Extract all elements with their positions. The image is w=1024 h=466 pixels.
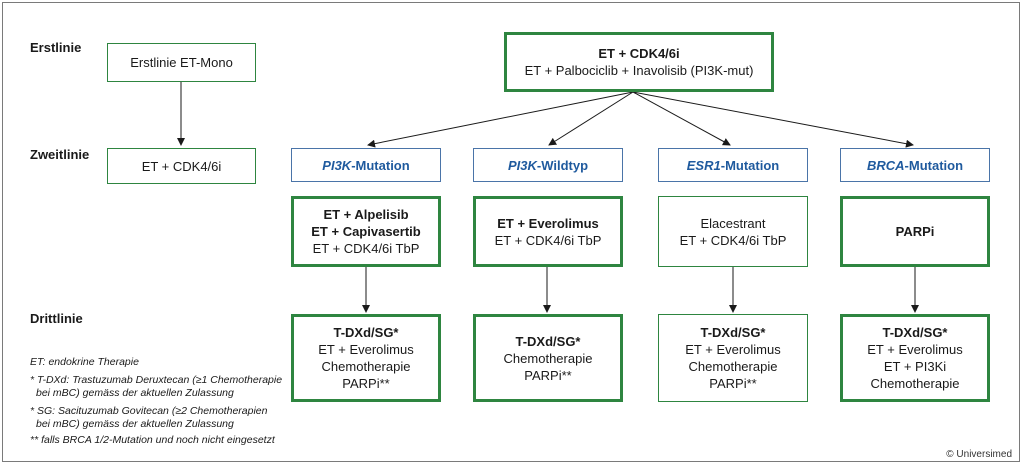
box-third-line-brca-mutation: T-DXd/SG* ET + Everolimus ET + PI3Ki Che… xyxy=(840,314,990,402)
footnote-et: ET: endokrine Therapie xyxy=(30,356,139,368)
box-second-line-pi3k-wildtyp: ET + Everolimus ET + CDK4/6i TbP xyxy=(473,196,623,267)
therapy-normal: Elacestrant xyxy=(700,215,766,231)
category-esr1-mutation: ESR1-Mutation xyxy=(658,148,808,182)
row-label-second-line: Zweitlinie xyxy=(30,147,90,162)
box-zweitlinie-et-cdk: ET + CDK4/6i xyxy=(107,148,256,184)
footnote-line: bei mBC) gemäss der aktuellen Zulassung xyxy=(36,418,234,430)
box-second-line-esr1-mutation: Elacestrant ET + CDK4/6i TbP xyxy=(658,196,808,267)
therapy-bold: PARPi xyxy=(895,224,935,239)
therapy-bold: T-DXd/SG* xyxy=(882,325,948,340)
box-erstlinie-et-mono: Erstlinie ET-Mono xyxy=(107,43,256,82)
category-label: PI3K-Mutation xyxy=(322,157,410,173)
category-brca-mutation: BRCA-Mutation xyxy=(840,148,990,182)
footnote-sg: * SG: Sacituzumab Govitecan (≥2 Chemothe… xyxy=(30,405,267,431)
footnote-line: * T-DXd: Trastuzumab Deruxtecan (≥1 Chem… xyxy=(30,374,283,386)
category-label: BRCA-Mutation xyxy=(866,157,964,173)
therapy-bold: T-DXd/SG* xyxy=(515,333,581,349)
therapy-normal: PARPi** xyxy=(342,376,390,391)
therapy-normal: Chemotherapie xyxy=(688,359,778,374)
footnote-tdxd: * T-DXd: Trastuzumab Deruxtecan (≥1 Chem… xyxy=(30,374,282,400)
arrow-top-to-brca-mutation xyxy=(632,91,914,148)
therapy-normal: ET + Everolimus xyxy=(685,342,781,357)
box-text: Erstlinie ET-Mono xyxy=(130,55,233,70)
therapy-normal: ET + Everolimus xyxy=(867,342,963,357)
copyright-notice: © Universimed xyxy=(946,449,1012,460)
box-second-line-pi3k-mutation: ET + Alpelisib ET + Capivasertib ET + CD… xyxy=(291,196,441,267)
therapy-bold: T-DXd/SG* xyxy=(333,325,399,340)
therapy-bold: ET + Everolimus xyxy=(497,215,599,231)
category-label: PI3K-Wildtyp xyxy=(507,157,589,173)
therapy-normal: ET + PI3Ki xyxy=(883,359,947,374)
footnote-brca: ** falls BRCA 1/2-Mutation und noch nich… xyxy=(30,434,275,446)
box-subtitle: ET + Palbociclib + Inavolisib (PI3K-mut) xyxy=(524,63,754,78)
arrow-top-to-esr1-mutation xyxy=(632,91,731,146)
category-pi3k-mutation: PI3K-Mutation xyxy=(291,148,441,182)
therapy-normal: PARPi** xyxy=(709,376,757,391)
box-text: ET + CDK4/6i xyxy=(141,158,222,174)
arrow-top-to-pi3k-wildtyp xyxy=(548,91,634,146)
therapy-normal: ET + Everolimus xyxy=(318,342,414,357)
category-label: ESR1-Mutation xyxy=(686,157,780,173)
row-label-third-line: Drittlinie xyxy=(30,311,83,326)
box-third-line-esr1-mutation: T-DXd/SG* ET + Everolimus Chemotherapie … xyxy=(658,314,808,402)
footnote-line: bei mBC) gemäss der aktuellen Zulassung xyxy=(36,387,234,399)
therapy-normal: Chemotherapie xyxy=(503,350,593,366)
therapy-bold: ET + Capivasertib xyxy=(311,224,421,239)
therapy-bold: T-DXd/SG* xyxy=(700,325,766,340)
box-first-line-main: ET + CDK4/6i ET + Palbociclib + Inavolis… xyxy=(504,32,774,92)
category-pi3k-wildtyp: PI3K-Wildtyp xyxy=(473,148,623,182)
therapy-normal: Chemotherapie xyxy=(870,376,960,391)
therapy-normal: Chemotherapie xyxy=(321,359,411,374)
box-third-line-pi3k-mutation: T-DXd/SG* ET + Everolimus Chemotherapie … xyxy=(291,314,441,402)
therapy-normal: PARPi** xyxy=(524,367,572,383)
row-label-first-line: Erstlinie xyxy=(30,40,82,55)
therapy-normal: ET + CDK4/6i TbP xyxy=(494,232,602,248)
box-title: ET + CDK4/6i xyxy=(598,46,680,61)
arrow-top-to-pi3k-mutation xyxy=(367,91,634,148)
box-second-line-brca-mutation: PARPi xyxy=(840,196,990,267)
footnote-line: * SG: Sacituzumab Govitecan (≥2 Chemothe… xyxy=(30,405,268,417)
therapy-normal: ET + CDK4/6i TbP xyxy=(679,232,787,248)
therapy-bold: ET + Alpelisib xyxy=(323,207,409,222)
therapy-normal: ET + CDK4/6i TbP xyxy=(312,241,420,256)
box-third-line-pi3k-wildtyp: T-DXd/SG* Chemotherapie PARPi** xyxy=(473,314,623,402)
